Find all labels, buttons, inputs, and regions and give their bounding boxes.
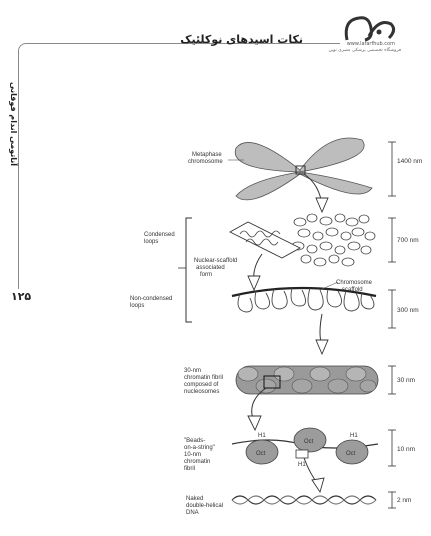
zoom-arrow-5-head (311, 477, 325, 494)
label-metaphase: Metaphase chromosome (188, 152, 223, 165)
chromatin-fibril-30nm (235, 365, 379, 395)
page-number: ۱۲۵ (8, 290, 35, 303)
publisher-tagline: فروشگاه تخصصی پزشکی مصری نوین (328, 48, 401, 53)
label-condensed-loops: Condensed loops (144, 232, 176, 245)
label-noncondensed-loops: Non-condensed loops (130, 296, 174, 309)
noncondensed-loops (231, 286, 377, 313)
scaffold-leader (319, 281, 339, 291)
scale-labels: 1400 nm 700 nm 300 nm 30 nm 10 nm 2 nm (397, 158, 422, 504)
h1-label-2: H1 (298, 462, 306, 468)
zoom-arrow-2-head (247, 275, 261, 292)
publisher-logo (344, 16, 396, 42)
side-chapter-title: آناتومی اندام فوقانی (9, 82, 18, 166)
bracket (185, 217, 192, 323)
chapter-title: نکات اسیدهای نوکلئیک (180, 33, 303, 46)
scale-10nm: 10 nm (397, 446, 415, 453)
label-naked-dna: Naked double-helical DNA (186, 496, 225, 516)
beads-on-a-string: Oct Oct Oct H1 H1 H1 (231, 427, 379, 468)
side-rule (18, 53, 19, 289)
scale-300nm: 300 nm (397, 307, 419, 314)
label-chromosome-scaffold: Chromosome scaffold (336, 280, 374, 293)
label-beads-on-string: "Beads- on-a-string" 10-nm chromatin fib… (184, 438, 216, 472)
zoom-arrow-3-head (315, 339, 329, 356)
label-30nm-fibril: 30-nm chromatin fibril composed of nucle… (184, 368, 225, 395)
scale-bars (388, 141, 396, 509)
oct-label-1: Oct (256, 451, 266, 457)
label-nuclear-scaffold: Nuclear-scaffold associated form (194, 258, 239, 278)
dna-double-helix (231, 495, 377, 505)
metaphase-chromosome (234, 137, 373, 201)
h1-label-3: H1 (350, 433, 358, 439)
condensed-loops (291, 213, 376, 267)
scale-30nm: 30 nm (397, 377, 415, 384)
frame-corner (18, 43, 29, 54)
header-rule (28, 43, 340, 44)
scale-1400nm: 1400 nm (397, 158, 422, 165)
h1-label-1: H1 (258, 433, 266, 439)
publisher-url: www.lafarfhub.com (346, 41, 395, 47)
oct-label-2: Oct (304, 439, 314, 445)
nuclear-scaffold-strip (229, 221, 301, 259)
zoom-arrow-1-head (315, 197, 329, 214)
oct-label-3: Oct (346, 451, 356, 457)
scale-2nm: 2 nm (397, 497, 411, 504)
zoom-arrow-4-head (247, 415, 262, 432)
scale-700nm: 700 nm (397, 237, 419, 244)
